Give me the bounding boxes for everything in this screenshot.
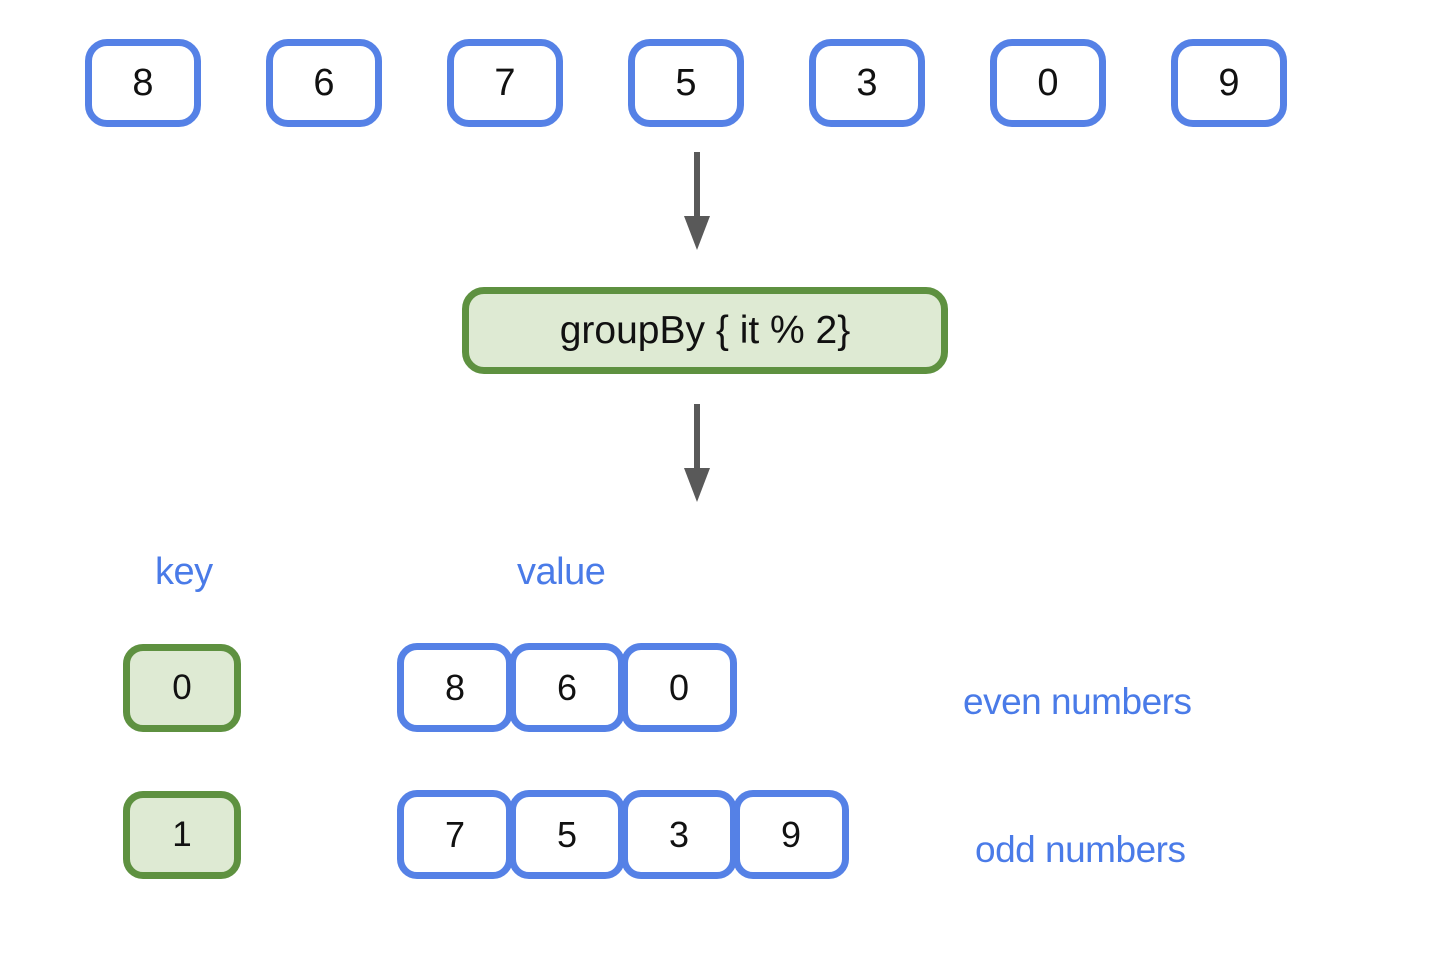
number-value: 7	[494, 61, 516, 104]
input-box: 9	[1171, 39, 1287, 127]
key-box: 0	[123, 644, 241, 732]
value-column-header: value	[517, 551, 606, 593]
number-value: 3	[668, 813, 690, 855]
value-box: 6	[509, 643, 625, 732]
number-value: 5	[556, 813, 578, 855]
value-box: 7	[397, 790, 513, 879]
value-box: 5	[509, 790, 625, 879]
input-box: 8	[85, 39, 201, 127]
value-box: 3	[621, 790, 737, 879]
number-value: 5	[675, 61, 697, 104]
value-box: 8	[397, 643, 513, 732]
number-value: 6	[313, 61, 335, 104]
group-annotation: odd numbers	[975, 829, 1186, 870]
arrow-down-icon	[684, 152, 710, 250]
key-value: 0	[172, 668, 192, 707]
value-box: 9	[733, 790, 849, 879]
key-box: 1	[123, 791, 241, 879]
number-value: 7	[444, 813, 466, 855]
input-box: 5	[628, 39, 744, 127]
arrow-down-icon	[684, 404, 710, 502]
number-value: 9	[780, 813, 802, 855]
input-box: 3	[809, 39, 925, 127]
groupby-operation-label: groupBy { it % 2}	[559, 308, 851, 352]
input-box: 7	[447, 39, 563, 127]
number-value: 9	[1218, 61, 1240, 104]
value-box: 0	[621, 643, 737, 732]
key-value: 1	[172, 815, 192, 854]
number-value: 0	[1037, 61, 1059, 104]
number-value: 8	[444, 666, 466, 708]
input-list: 8 6 7 5 3 0 9	[85, 39, 1287, 127]
input-box: 0	[990, 39, 1106, 127]
group-annotation: even numbers	[963, 681, 1192, 722]
number-value: 0	[668, 666, 690, 708]
value-list: 7 5 3 9	[397, 790, 849, 879]
input-box: 6	[266, 39, 382, 127]
number-value: 6	[556, 666, 578, 708]
value-list: 8 6 0	[397, 643, 737, 732]
number-value: 3	[856, 61, 878, 104]
number-value: 8	[132, 61, 154, 104]
key-column-header: key	[155, 551, 213, 593]
groupby-operation-box: groupBy { it % 2}	[462, 287, 948, 374]
